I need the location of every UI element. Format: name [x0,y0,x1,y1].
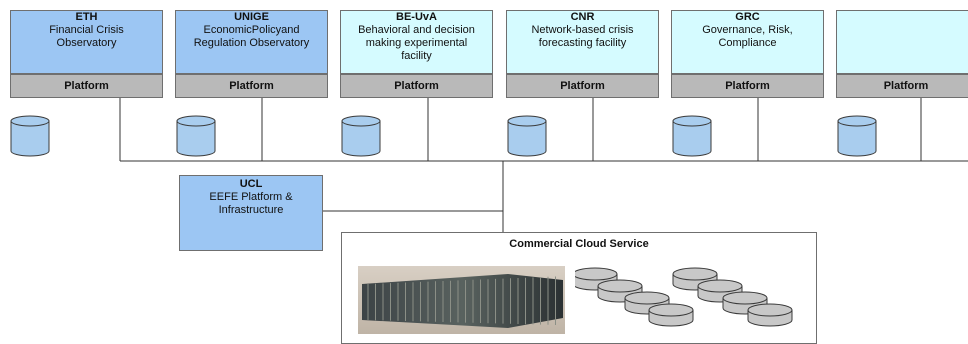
node-cnr-platform: Platform [506,74,659,98]
node-cnr-title: CNR [570,11,595,23]
node-blank [836,10,968,74]
node-eth: ETH Financial Crisis Observatory [10,10,163,74]
node-ucl-title: UCL [239,178,263,190]
node-be-uva: BE-UvA Behavioral and decision making ex… [340,10,493,74]
node-blank-platform: Platform [836,74,968,98]
node-unige-title: UNIGE [234,11,269,23]
server-rack-image [358,266,565,334]
node-ucl: UCL EEFE Platform & Infrastructure [179,175,323,251]
node-unige: UNIGE EconomicPolicyand Regulation Obser… [175,10,328,74]
node-be-uva-title: BE-UvA [396,11,437,23]
node-eth-desc: Financial Crisis Observatory [49,24,124,49]
node-unige-platform: Platform [175,74,328,98]
storage-disk-icon [648,303,694,327]
database-icon-eth [10,115,50,157]
node-eth-title: ETH [75,11,98,23]
database-icon-blank [837,115,877,157]
database-icon-be-uva [341,115,381,157]
node-cnr-desc: Network-based crisis forecasting facilit… [531,24,634,49]
database-icon-cnr [507,115,547,157]
node-grc-platform: Platform [671,74,824,98]
node-ucl-desc: EEFE Platform & Infrastructure [209,191,293,216]
cloud-service-title: Commercial Cloud Service [509,238,649,250]
node-grc-title: GRC [735,11,760,23]
node-be-uva-platform: Platform [340,74,493,98]
database-icon-unige [176,115,216,157]
node-cnr: CNR Network-based crisis forecasting fac… [506,10,659,74]
node-be-uva-desc: Behavioral and decision making experimen… [358,24,475,62]
storage-disk-icon [747,303,793,327]
node-eth-platform: Platform [10,74,163,98]
node-grc: GRC Governance, Risk, Compliance [671,10,824,74]
database-icon-grc [672,115,712,157]
node-grc-desc: Governance, Risk, Compliance [702,24,793,49]
node-unige-desc: EconomicPolicyand Regulation Observatory [193,24,310,49]
storage-disks [575,267,793,327]
